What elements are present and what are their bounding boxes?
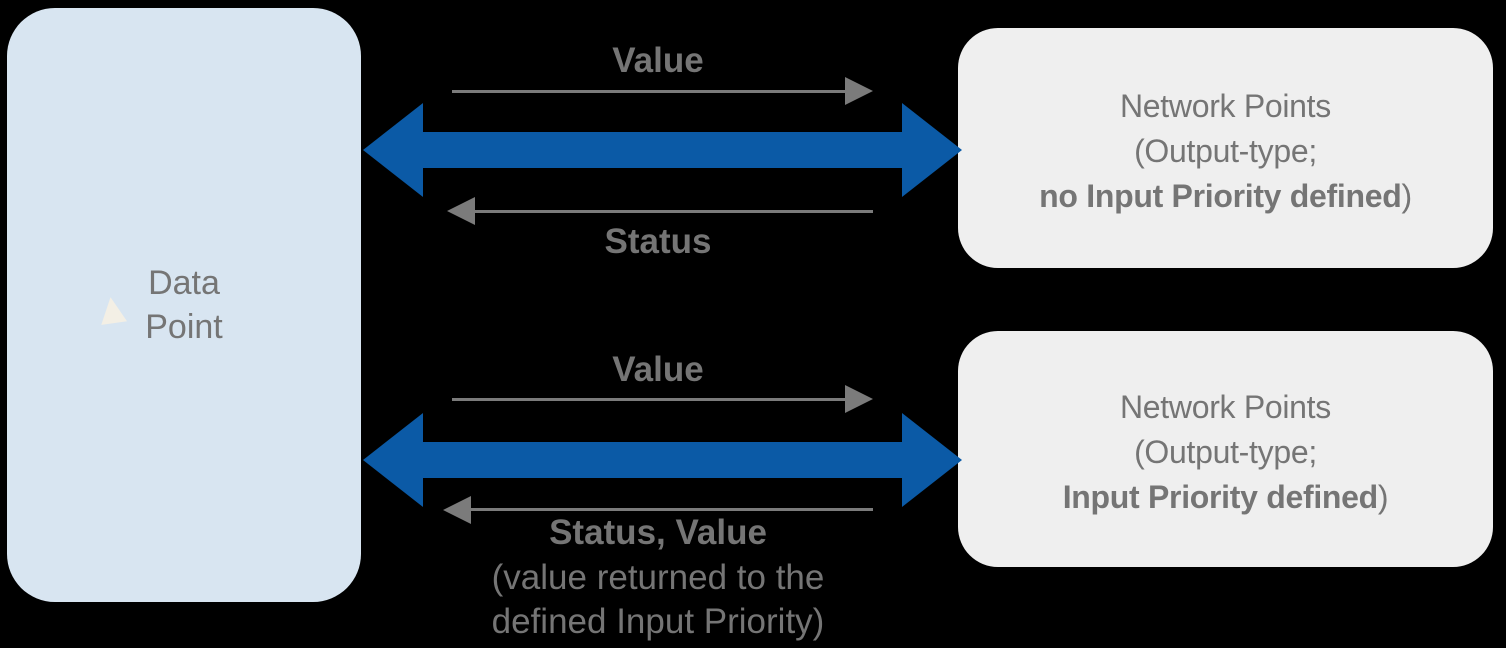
bidirectional-arrow-shaft-top: [420, 132, 904, 168]
data-point-box: Data Point: [7, 8, 361, 602]
network-box-line1: Network Points: [1119, 87, 1331, 124]
data-point-label: Data Point: [145, 261, 223, 349]
network-box-line2: (Output-type;: [1134, 433, 1317, 470]
network-box-line3-bold: no Input Priority defined: [1039, 177, 1402, 214]
network-points-label: Network Points (Output-type; no Input Pr…: [1039, 78, 1412, 219]
network-box-line1: Network Points: [1119, 388, 1331, 425]
network-points-box-no-priority: Network Points (Output-type; no Input Pr…: [958, 28, 1493, 268]
status-label-top: Status: [604, 222, 712, 261]
status-arrow-line-bottom: [471, 508, 873, 511]
value-label-bottom: Value: [612, 350, 704, 389]
network-box-line3: Input Priority defined): [1063, 475, 1389, 520]
value-arrowhead-right-icon: [845, 77, 873, 105]
value-arrow-line-bottom: [452, 398, 846, 401]
network-points-label: Network Points (Output-type; Input Prior…: [1063, 379, 1389, 520]
status-note-line2: defined Input Priority): [491, 602, 825, 641]
status-label-bottom: Status, Value: [549, 513, 767, 552]
bidirectional-arrow-left-head-icon: [363, 103, 423, 197]
value-label-top: Value: [612, 41, 704, 80]
value-arrowhead-right-icon: [845, 385, 873, 413]
bidirectional-arrow-right-head-icon: [902, 413, 962, 507]
data-point-label-line1: Data: [148, 264, 220, 302]
status-arrowhead-left-icon: [443, 496, 471, 524]
network-box-line2: (Output-type;: [1134, 132, 1317, 169]
bidirectional-arrow-right-head-icon: [902, 103, 962, 197]
status-arrowhead-left-icon: [447, 197, 475, 225]
value-arrow-line-top: [452, 90, 846, 93]
status-arrow-line-top: [475, 210, 873, 213]
cursor-artifact-icon: ▲: [96, 286, 128, 330]
network-box-line3: no Input Priority defined): [1039, 174, 1412, 219]
bidirectional-arrow-left-head-icon: [363, 413, 423, 507]
data-point-label-line2: Point: [145, 308, 223, 346]
bidirectional-arrow-shaft-bottom: [420, 442, 904, 478]
network-box-line3-suffix: ): [1401, 177, 1412, 214]
status-note-line1: (value returned to the: [491, 558, 825, 597]
network-points-box-priority-defined: Network Points (Output-type; Input Prior…: [958, 331, 1493, 567]
network-box-line3-suffix: ): [1377, 478, 1389, 515]
network-box-line3-bold: Input Priority defined: [1062, 478, 1378, 515]
